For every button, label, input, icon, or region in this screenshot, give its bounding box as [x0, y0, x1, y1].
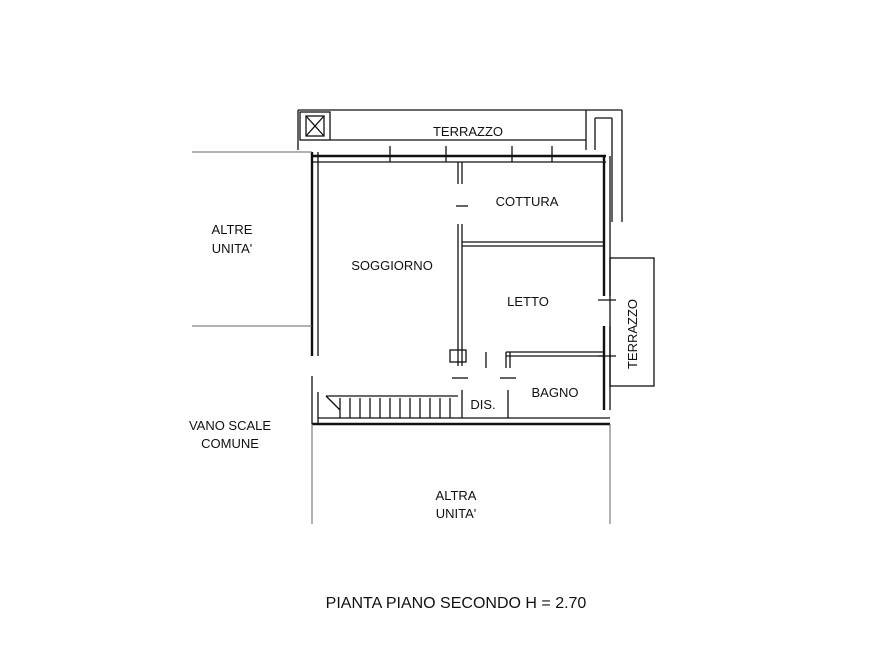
- interior-walls: [449, 162, 604, 418]
- label-altre-unita-2: UNITA': [212, 241, 253, 256]
- label-altra-unita-2: UNITA': [436, 506, 477, 521]
- label-vano-scale-2: COMUNE: [201, 436, 259, 451]
- chimney-flue-icon: [299, 111, 331, 141]
- top-terrace: [297, 109, 587, 150]
- label-terrazzo-side: TERRAZZO: [625, 299, 640, 369]
- plan-caption: PIANTA PIANO SECONDO H = 2.70: [326, 595, 587, 612]
- side-terrace: [609, 257, 655, 387]
- label-cottura: COTTURA: [496, 194, 559, 209]
- label-dis: DIS.: [470, 397, 495, 412]
- label-bagno: BAGNO: [532, 385, 579, 400]
- right-terrace-strip: [586, 109, 623, 222]
- label-altre-unita-1: ALTRE: [212, 222, 253, 237]
- label-terrazzo-top: TERRAZZO: [433, 124, 503, 139]
- label-altra-unita-1: ALTRA: [436, 488, 477, 503]
- neighbour-outlines: [192, 151, 611, 524]
- exterior-walls: [310, 146, 616, 426]
- label-vano-scale-1: VANO SCALE: [189, 418, 271, 433]
- staircase: [325, 395, 458, 418]
- label-soggiorno: SOGGIORNO: [351, 258, 433, 273]
- label-letto: LETTO: [507, 294, 549, 309]
